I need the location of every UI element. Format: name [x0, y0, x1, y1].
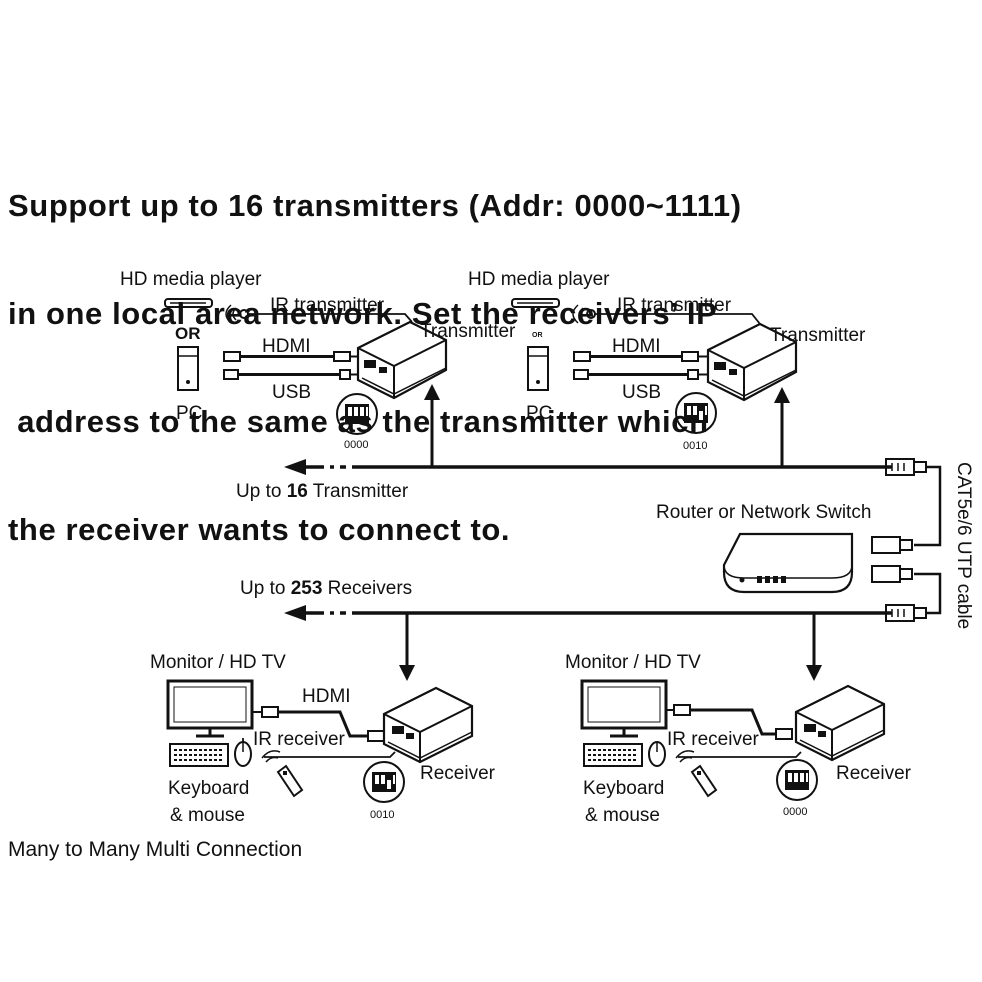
- rj45-plug-icon: [885, 604, 927, 622]
- media-player-label: HD media player: [468, 269, 610, 290]
- ir-receiver-label: IR receiver: [667, 729, 760, 750]
- heading-line-1: Support up to 16 transmitters (Addr: 000…: [8, 188, 742, 223]
- transmitter-label: Transmitter: [420, 321, 516, 342]
- dip-switch-icon: [776, 759, 818, 801]
- hdmi-label: HDMI: [302, 686, 351, 707]
- usb-label: USB: [272, 382, 311, 403]
- remote-control-icon: [690, 764, 718, 798]
- receiver-bus-label: Up to 253 Receivers: [240, 578, 412, 599]
- receiver-label: Receiver: [420, 763, 496, 784]
- rj45-plug-icon: [871, 565, 913, 583]
- receiver-box-icon: [794, 684, 886, 762]
- or-label: OR: [175, 324, 201, 343]
- address-label: 0000: [344, 439, 368, 451]
- pc-tower-icon: [177, 346, 199, 391]
- monitor-label: Monitor / HD TV: [150, 652, 286, 673]
- transmitter-bus-label: Up to 16 Transmitter: [236, 481, 409, 502]
- monitor-icon: [580, 679, 668, 738]
- hdmi-cable-icon: [666, 704, 793, 740]
- switch-label: Router or Network Switch: [656, 502, 871, 523]
- heading-line-2: in one local area network. Set the recei…: [8, 296, 718, 331]
- address-label: 0000: [783, 806, 807, 818]
- mouse-label: & mouse: [585, 805, 660, 826]
- heading-line-4: the receiver wants to connect to.: [8, 512, 511, 547]
- receiver-group-1: Monitor / HD TV Keyboard & mouse: [150, 613, 496, 826]
- media-player-icon: [164, 298, 213, 308]
- transmitter-group-1: HD media player OR PC IR transmitter: [120, 269, 516, 467]
- receiver-box-icon: [382, 686, 474, 764]
- monitor-label: Monitor / HD TV: [565, 652, 701, 673]
- address-label: 0010: [683, 440, 707, 452]
- media-player-icon: [511, 298, 560, 308]
- pc-tower-icon: [527, 346, 549, 391]
- usb-cable-icon: [223, 369, 362, 380]
- rj45-plug-icon: [885, 458, 927, 476]
- ir-transmitter-label: IR transmitter: [617, 295, 732, 316]
- pc-label: PC: [526, 403, 552, 424]
- mouse-icon: [648, 741, 666, 767]
- keyboard-label: Keyboard: [583, 778, 664, 799]
- receiver-group-2: Monitor / HD TV Keyboard & mouse: [565, 613, 912, 826]
- remote-control-icon: [276, 764, 304, 798]
- footer-caption: Many to Many Multi Connection: [8, 838, 302, 861]
- address-label: 0010: [370, 809, 394, 821]
- mouse-label: & mouse: [170, 805, 245, 826]
- ir-receiver-icon: [261, 750, 281, 763]
- hdmi-label: HDMI: [262, 336, 311, 357]
- cable-label: CAT5e/6 UTP cable: [953, 462, 974, 629]
- ir-emitter-icon: [225, 304, 249, 324]
- monitor-icon: [166, 679, 254, 738]
- or-label: OR: [532, 332, 543, 339]
- pc-label: PC: [176, 403, 202, 424]
- transmitter-label: Transmitter: [770, 325, 866, 346]
- ir-receiver-label: IR receiver: [253, 729, 346, 750]
- dip-switch-icon: [675, 392, 717, 434]
- hdmi-cable-icon: [252, 706, 385, 742]
- receiver-bus: [284, 604, 927, 622]
- usb-cable-icon: [573, 369, 712, 380]
- rj45-plug-icon: [871, 536, 913, 554]
- hdmi-label: HDMI: [612, 336, 661, 357]
- ir-emitter-icon: [572, 304, 596, 324]
- transmitter-box-icon: [356, 320, 448, 400]
- keyboard-icon: [169, 743, 229, 767]
- media-player-label: HD media player: [120, 269, 262, 290]
- keyboard-label: Keyboard: [168, 778, 249, 799]
- transmitter-bus: [284, 458, 942, 547]
- heading: Support up to 16 transmitters (Addr: 000…: [8, 116, 968, 620]
- dip-switch-icon: [363, 761, 405, 803]
- dip-switch-icon: [336, 393, 378, 435]
- usb-label: USB: [622, 382, 661, 403]
- network-switch-icon: [722, 532, 854, 594]
- hdmi-cable-icon: [573, 351, 712, 362]
- hdmi-cable-icon: [223, 351, 362, 362]
- transmitter-box-icon: [706, 322, 798, 402]
- keyboard-icon: [583, 743, 643, 767]
- receiver-label: Receiver: [836, 763, 912, 784]
- mouse-icon: [234, 741, 252, 767]
- ir-receiver-icon: [675, 750, 695, 763]
- ir-transmitter-label: IR transmitter: [270, 295, 385, 316]
- transmitter-group-2: HD media player OR PC IR transmitter: [468, 269, 866, 467]
